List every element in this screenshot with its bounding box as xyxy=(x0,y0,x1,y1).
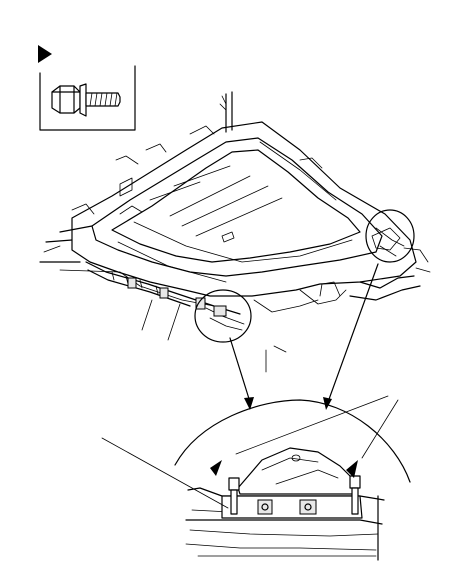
detail-bolt-right xyxy=(350,476,360,514)
callout-circle-right xyxy=(366,210,414,262)
callout-circle-left xyxy=(195,290,251,342)
detail-bracket xyxy=(238,448,354,494)
sunroof-frame-inner xyxy=(92,138,382,276)
fastener-key xyxy=(38,45,135,130)
key-box-border xyxy=(40,66,135,130)
detail-arrows xyxy=(230,264,378,410)
sunroof-assembly xyxy=(40,92,430,372)
flange-bolt-icon xyxy=(52,84,120,116)
rear-drain-hose xyxy=(350,276,420,300)
bolt-marker-left xyxy=(210,460,222,476)
detail-circle-outline xyxy=(175,400,410,482)
triangle-marker-icon xyxy=(38,45,52,63)
detail-bolt-left xyxy=(229,478,239,514)
sunroof-frame-outline xyxy=(72,122,416,296)
detail-view xyxy=(102,396,410,560)
sunroof-glass-panel xyxy=(112,150,360,262)
bolt-marker-right xyxy=(346,460,358,478)
